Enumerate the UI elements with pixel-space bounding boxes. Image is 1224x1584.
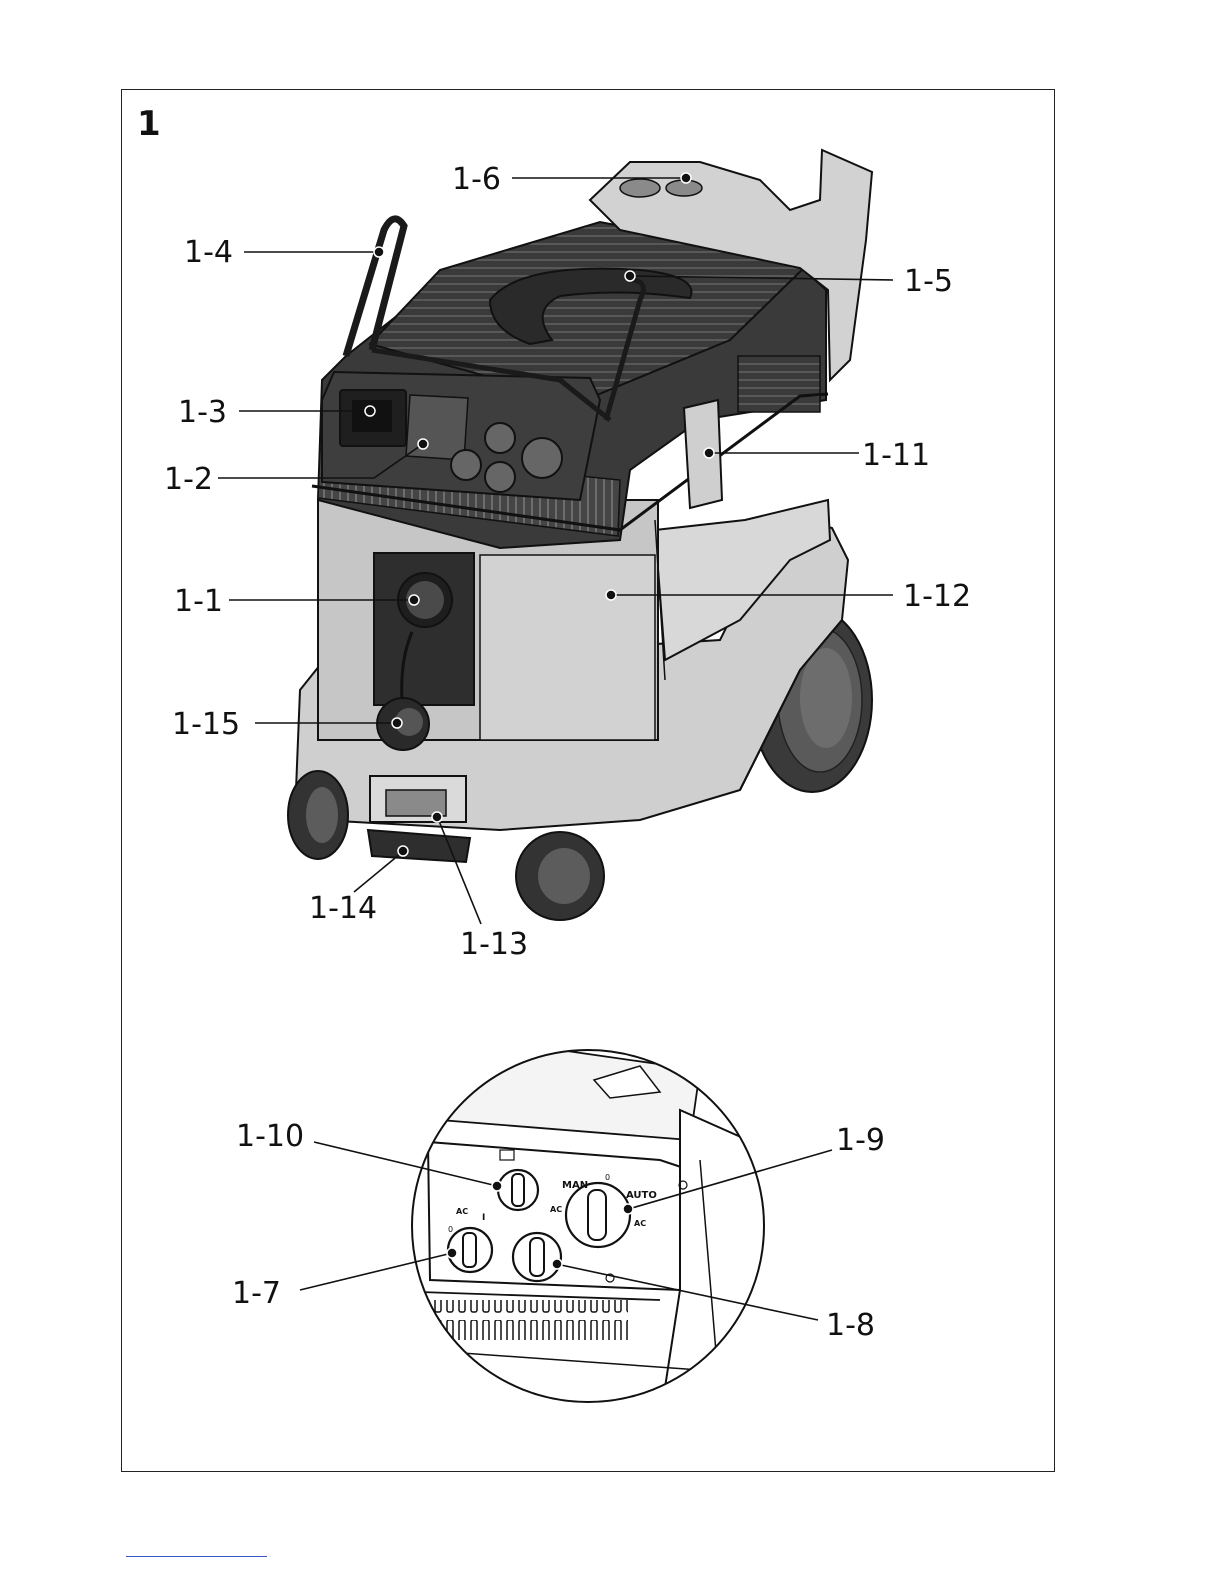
front-caster-left <box>288 771 348 859</box>
marking-zero-b: 0 <box>448 1225 453 1234</box>
marking-zero-a: 0 <box>605 1173 610 1182</box>
dial-1-8 <box>513 1233 561 1281</box>
label-1-2: 1-2 <box>164 462 213 497</box>
label-1-8: 1-8 <box>826 1308 875 1343</box>
front-knob <box>377 698 429 750</box>
label-1-15: 1-15 <box>172 707 240 742</box>
cover-plate <box>406 395 468 460</box>
front-caster-right <box>516 832 604 920</box>
label-1-14: 1-14 <box>309 891 377 926</box>
dial-1-9 <box>566 1183 630 1247</box>
marking-ac-a: AC <box>550 1205 562 1214</box>
label-1-4: 1-4 <box>184 235 233 270</box>
label-1-10: 1-10 <box>236 1119 304 1154</box>
label-1-5: 1-5 <box>904 264 953 299</box>
footer-rule <box>126 1556 267 1557</box>
vacuum-illustration <box>288 150 872 920</box>
label-1-3: 1-3 <box>178 395 227 430</box>
label-1-7: 1-7 <box>232 1276 281 1311</box>
marking-one: I <box>482 1213 485 1223</box>
marking-man: MAN <box>562 1180 588 1191</box>
hose-holder <box>368 776 470 862</box>
detail-view: MAN AUTO AC AC AC 0 0 I <box>400 1040 780 1420</box>
label-1-1: 1-1 <box>174 584 223 619</box>
label-1-11: 1-11 <box>862 438 930 473</box>
marking-ac-b: AC <box>634 1219 646 1228</box>
dial-1-10 <box>498 1170 538 1210</box>
label-1-13: 1-13 <box>460 927 528 962</box>
side-clip <box>684 400 722 508</box>
label-1-12: 1-12 <box>903 579 971 614</box>
marking-auto: AUTO <box>626 1190 657 1201</box>
label-1-6: 1-6 <box>452 162 501 197</box>
label-1-9: 1-9 <box>836 1123 885 1158</box>
hose-port-panel <box>374 553 474 705</box>
marking-ac-c: AC <box>456 1207 468 1216</box>
